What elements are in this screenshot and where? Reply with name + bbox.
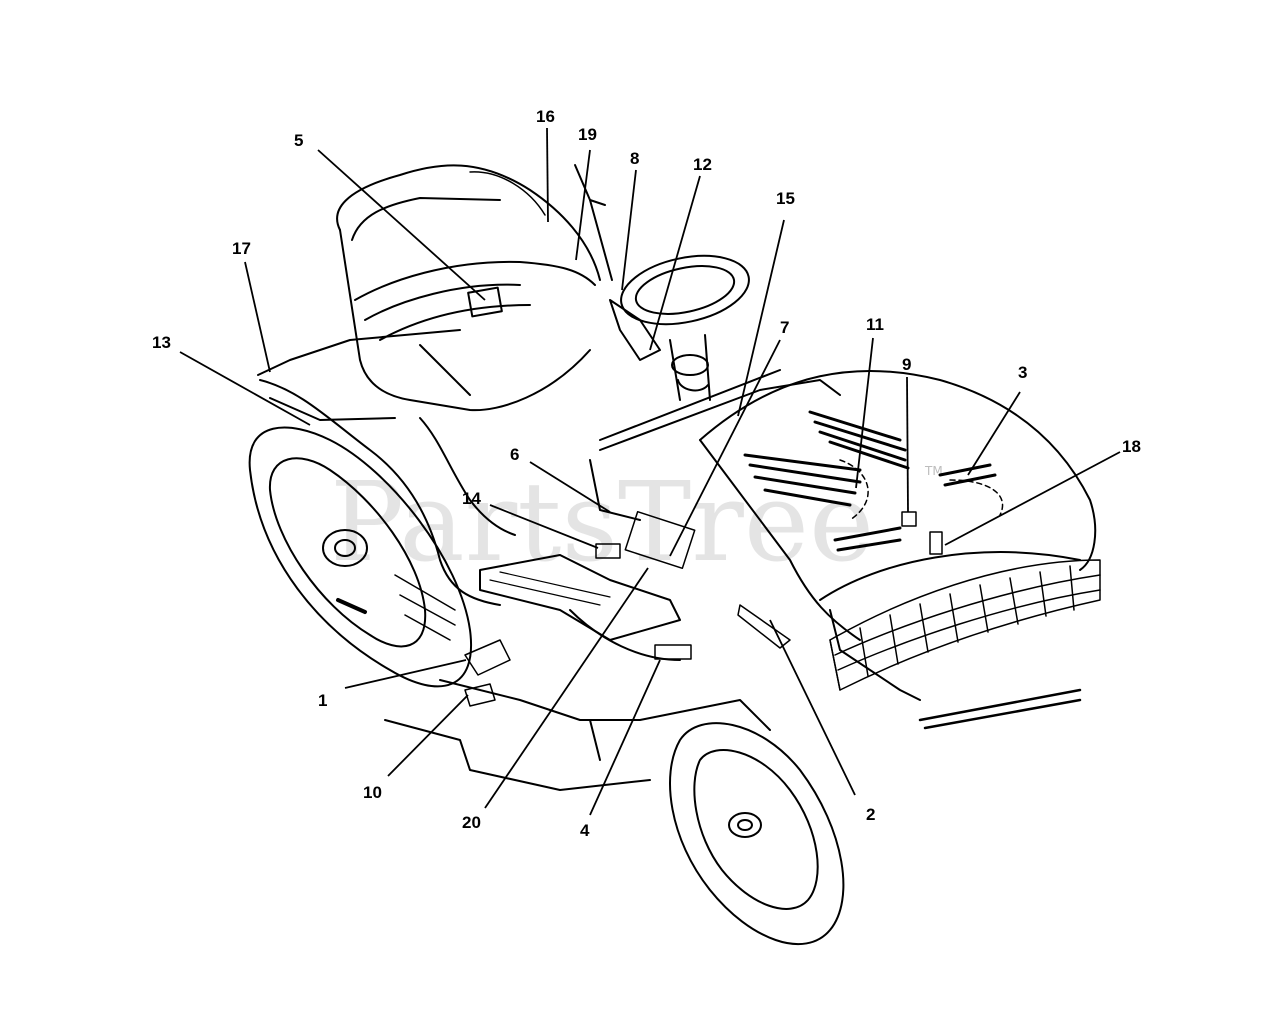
decal-10	[464, 683, 496, 707]
watermark: PartsTree TM	[330, 458, 943, 586]
callout-label-18: 18	[1122, 437, 1141, 456]
grille	[829, 559, 1101, 730]
front-wheel	[669, 722, 845, 946]
callout-label-8: 8	[630, 149, 639, 168]
leader-lines	[179, 127, 1121, 816]
rear-fender	[257, 329, 516, 606]
callout-label-6: 6	[510, 445, 519, 464]
callout-label-2: 2	[866, 805, 875, 824]
tractor-illustration	[248, 164, 1101, 946]
decal-2	[737, 604, 791, 649]
callout-label-19: 19	[578, 125, 597, 144]
callout-label-20: 20	[462, 813, 481, 832]
callout-label-17: 17	[232, 239, 251, 258]
rear-wheel	[248, 426, 473, 688]
decal-4	[654, 644, 692, 660]
decal-markers	[464, 510, 943, 707]
callout-label-10: 10	[363, 783, 382, 802]
decal-1	[464, 639, 511, 676]
seat	[336, 164, 601, 412]
callout-label-3: 3	[1018, 363, 1027, 382]
hood-vents-right	[938, 463, 997, 487]
callout-label-14: 14	[462, 489, 481, 508]
decal-14	[595, 543, 621, 559]
mower-deck	[384, 679, 771, 791]
callout-label-13: 13	[152, 333, 171, 352]
callout-label-1: 1	[318, 691, 327, 710]
callout-label-9: 9	[902, 355, 911, 374]
decal-9	[901, 511, 917, 527]
decal-18	[929, 531, 943, 555]
watermark-trademark: TM	[924, 464, 943, 478]
hood-vents-upper	[808, 410, 910, 470]
callout-label-11: 11	[866, 315, 884, 334]
callout-label-4: 4	[580, 821, 590, 840]
callout-label-15: 15	[776, 189, 795, 208]
hood-vents-lower	[743, 453, 902, 552]
callout-label-12: 12	[693, 155, 712, 174]
callout-label-16: 16	[536, 107, 555, 126]
decal-6	[624, 510, 696, 570]
hood	[699, 369, 1097, 701]
callout-label-7: 7	[780, 318, 789, 337]
callout-labels: 1 2 3 4 5 6 7 8 9 10 11 12 13 14 15 16 1…	[152, 107, 1141, 840]
steering-wheel	[574, 164, 750, 401]
callout-label-5: 5	[294, 131, 303, 150]
